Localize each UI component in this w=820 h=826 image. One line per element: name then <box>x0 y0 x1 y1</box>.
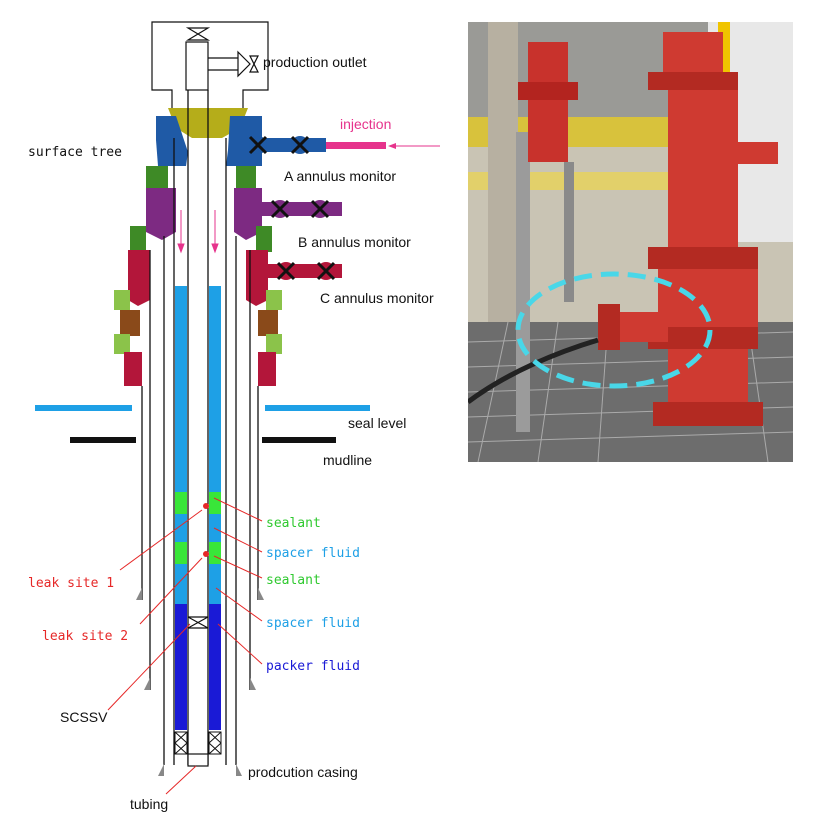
b-annulus-label: B annulus monitor <box>298 234 411 250</box>
injection-label: injection <box>340 116 391 132</box>
tree-body-purple-right <box>234 188 262 240</box>
mudline-label: mudline <box>323 452 372 468</box>
tree-body-crimson-left <box>128 250 150 306</box>
tree-body-blue-left <box>156 116 188 166</box>
scssv-label: SCSSV <box>60 709 108 725</box>
spool-green-left <box>146 166 168 190</box>
tree-body-crimson-right <box>246 250 268 306</box>
mudline-left <box>70 437 136 443</box>
b-annulus-valves <box>270 199 330 219</box>
c-annulus-label: C annulus monitor <box>320 290 434 306</box>
master-valve-icon <box>185 27 211 41</box>
seal-level-line-left <box>35 405 132 411</box>
seal-level-label: seal level <box>348 415 406 431</box>
annulus-fluid-left <box>175 286 187 730</box>
wellhead-photo <box>468 22 793 462</box>
seal-level-line-right <box>265 405 370 411</box>
spacer-fluid-label-1: spacer fluid <box>266 546 360 561</box>
packers <box>174 731 222 755</box>
label-pointers <box>107 497 263 795</box>
sealant-label-2: sealant <box>266 573 321 588</box>
tree-body-blue-right <box>226 116 262 166</box>
tubing-bottom <box>187 753 209 767</box>
tree-body-purple-left <box>146 188 176 240</box>
sealant-label-1: sealant <box>266 516 321 531</box>
spool-lime-right <box>266 290 282 310</box>
leak-site-2-dot <box>203 551 209 557</box>
spool-crimson-left <box>124 352 142 386</box>
scssv-icon <box>187 616 209 629</box>
leak-site-2-label: leak site 2 <box>42 629 128 644</box>
production-outlet-label: production outlet <box>263 54 367 70</box>
c-annulus-valves <box>276 261 336 281</box>
packer-fluid-label: packer fluid <box>266 659 360 674</box>
annulus-fluid-right <box>209 286 221 730</box>
production-outlet-valve-icon <box>249 55 259 73</box>
spool-green-2-right <box>256 226 272 252</box>
leak-site-1-pointer <box>119 509 203 571</box>
a-annulus-label: A annulus monitor <box>284 168 396 184</box>
tree-bore-top <box>185 41 209 91</box>
a-annulus-valves <box>248 135 310 155</box>
spacer-fluid-label-2: spacer fluid <box>266 616 360 631</box>
spool-lime-2-right <box>266 334 282 354</box>
leak-site-1-dot <box>203 503 209 509</box>
photo-red-tree-left <box>528 42 568 162</box>
production-casing-label: prodcution casing <box>248 764 358 780</box>
spool-green-right <box>236 166 256 190</box>
flow-arrows <box>177 210 219 254</box>
spool-green-2-left <box>130 226 146 252</box>
production-outlet-pipe <box>208 50 251 78</box>
leak-site-1-label: leak site 1 <box>28 576 114 591</box>
photo-hose <box>468 337 599 405</box>
injection-line <box>326 142 386 149</box>
spool-brown-right <box>258 310 278 336</box>
surface-tree-label: surface tree <box>28 145 122 160</box>
spool-brown-left <box>120 310 140 336</box>
casing-strings <box>141 90 259 765</box>
mudline-right <box>262 437 336 443</box>
casing-shoes <box>136 588 264 776</box>
spool-lime-left <box>114 290 130 310</box>
spool-crimson-right <box>258 352 276 386</box>
spool-lime-2-left <box>114 334 130 354</box>
tubing-label: tubing <box>130 796 168 812</box>
leak-site-2-pointer <box>139 557 203 625</box>
injection-arrow-head <box>388 143 396 149</box>
photo-highlight-circle <box>515 271 713 389</box>
